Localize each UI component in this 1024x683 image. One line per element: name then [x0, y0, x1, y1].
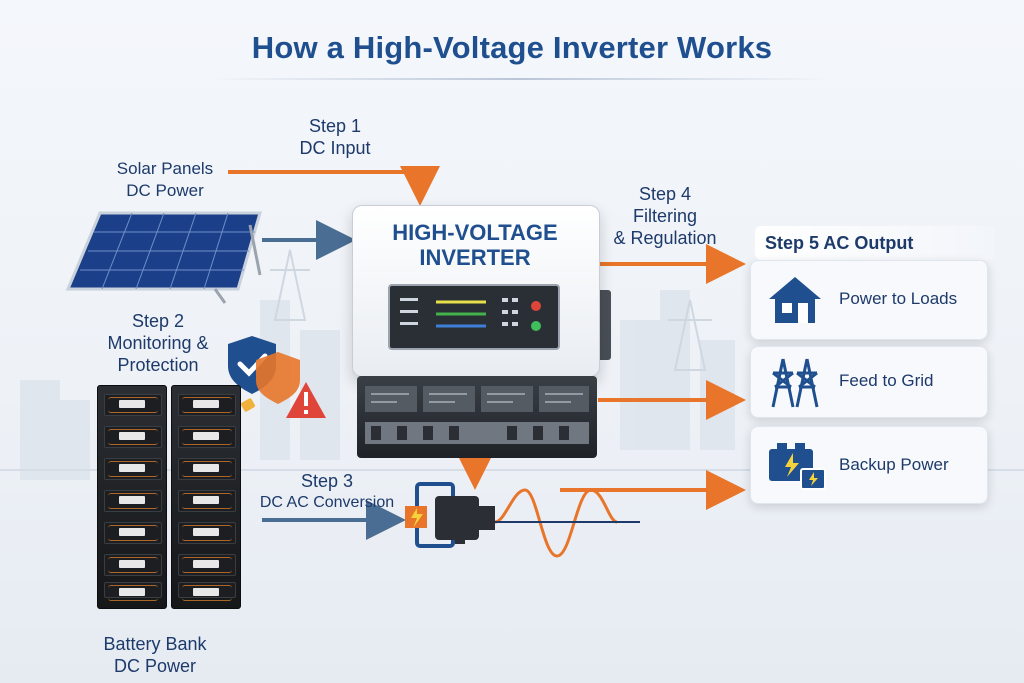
dc-ac-converter-icon	[405, 482, 640, 558]
terminal-blocks-icon	[365, 386, 589, 444]
battery-title: Battery Bank	[103, 634, 207, 654]
transmission-tower-icon	[771, 358, 819, 408]
output-label-feed-to-grid: Feed to Grid	[839, 371, 934, 390]
output-card-feed-to-grid: Feed to Grid	[750, 346, 988, 418]
battery-rack-left	[97, 385, 167, 609]
orange-shield-icon	[256, 352, 300, 404]
battery-rack-right	[171, 385, 241, 609]
battery-bank	[95, 0, 265, 683]
inverter-title-line1: HIGH-VOLTAGE	[392, 220, 558, 245]
output-label-backup-power: Backup Power	[839, 455, 949, 474]
ac-output-header: Step 5 AC Output	[755, 226, 995, 260]
solar-title: Solar Panels	[116, 159, 214, 178]
inverter-title-line2: INVERTER	[419, 245, 531, 270]
solar-panel-icon	[65, 211, 262, 304]
house-icon	[769, 277, 821, 323]
step1-subtitle: DC Input	[299, 138, 371, 158]
inverter-title: HIGH-VOLTAGE INVERTER	[352, 220, 598, 270]
step1-title: Step 1	[308, 116, 362, 136]
step2-title: Step 2	[131, 311, 185, 331]
battery-subtitle: DC Power	[113, 656, 197, 676]
step3-label: Step 3 DC AC Conversion	[252, 470, 402, 514]
step4-subtitle-1: Filtering	[632, 206, 698, 226]
step1-label: Step 1 DC Input	[280, 115, 390, 159]
solar-subtitle: DC Power	[126, 181, 204, 200]
battery-label: Battery Bank DC Power	[80, 633, 230, 677]
output-card-backup-power: Backup Power	[750, 426, 988, 504]
output-label-power-to-loads: Power to Loads	[839, 289, 958, 308]
inverter-display-icon	[400, 298, 541, 331]
red-indicator-icon	[531, 301, 541, 311]
output-card-power-to-loads: Power to Loads	[750, 260, 988, 340]
protection-icons	[228, 336, 326, 418]
step4-label: Step 4 Filtering & Regulation	[600, 183, 730, 249]
inverter-side-handle	[597, 290, 611, 360]
solar-to-inverter-dc-arrow	[228, 166, 440, 206]
inverter-terminal-bay	[357, 376, 597, 458]
page-title: How a High-Voltage Inverter Works	[251, 30, 773, 65]
step3-subtitle: DC AC Conversion	[259, 494, 395, 511]
battery-bolt-icon	[769, 443, 826, 490]
title-divider	[210, 78, 830, 80]
inverter-display-panel	[388, 284, 560, 350]
step4-title: Step 4	[638, 184, 692, 204]
green-indicator-icon	[531, 321, 541, 331]
step3-title: Step 3	[300, 471, 354, 491]
step2-label: Step 2 Monitoring & Protection	[88, 310, 228, 376]
step4-subtitle-2: & Regulation	[613, 228, 717, 248]
solar-label: Solar Panels DC Power	[95, 158, 235, 202]
ac-sine-wave-icon	[494, 488, 618, 558]
step2-subtitle-1: Monitoring &	[107, 333, 209, 353]
step2-subtitle-2: Protection	[117, 355, 199, 375]
